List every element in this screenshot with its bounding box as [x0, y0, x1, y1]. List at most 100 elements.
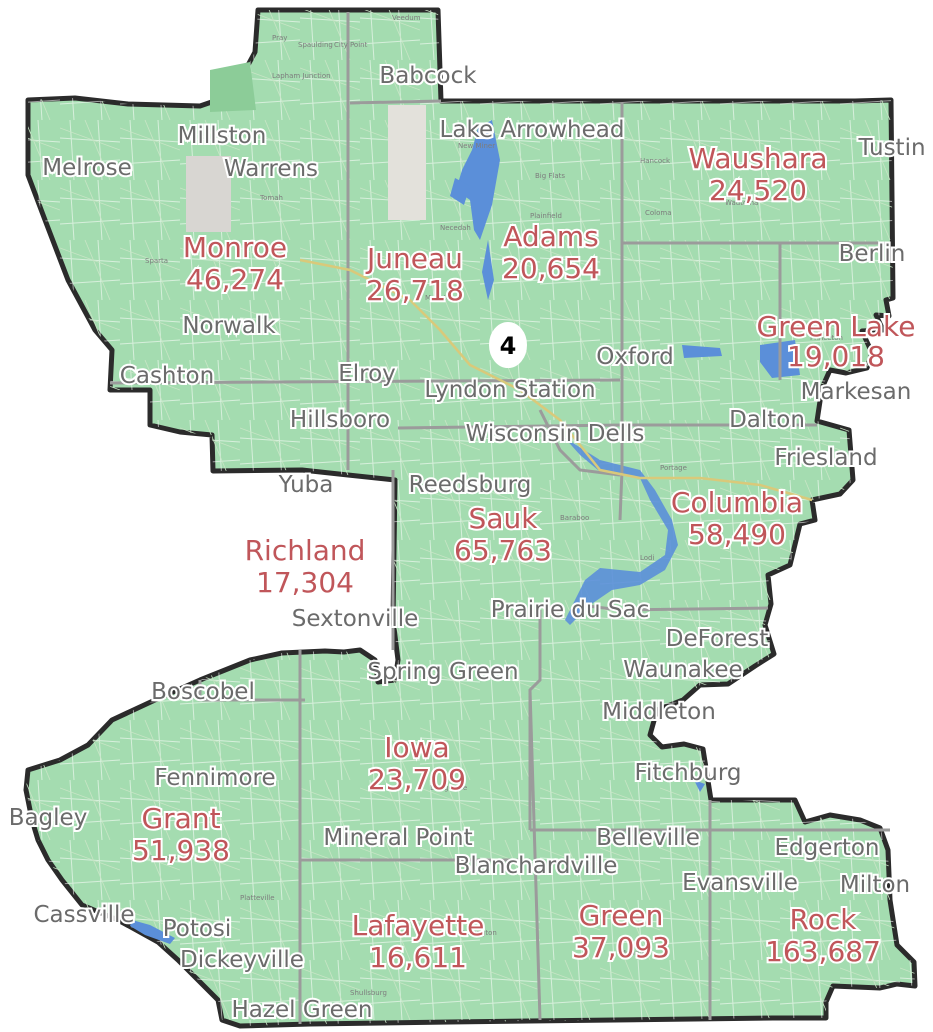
svg-text:58,490: 58,490 — [688, 518, 786, 551]
svg-text:Monroe: Monroe — [620, 949, 646, 957]
svg-text:Baraboo: Baraboo — [560, 514, 589, 522]
city-label: Blanchardville — [455, 853, 618, 879]
city-label: Cashton — [120, 363, 214, 389]
city-label: Tustin — [857, 135, 925, 161]
city-label: Belleville — [596, 825, 700, 851]
city-label: Dickeyville — [180, 947, 304, 973]
city-label: Yuba — [278, 472, 334, 498]
city-label: Wisconsin Dells — [466, 421, 645, 447]
svg-text:65,763: 65,763 — [454, 534, 552, 567]
city-label: Elroy — [338, 361, 396, 387]
city-label: Babcock — [379, 63, 477, 89]
city-label: Middleton — [602, 699, 716, 725]
svg-text:Waushara: Waushara — [689, 142, 828, 175]
city-label: Lyndon Station — [424, 377, 595, 403]
svg-text:16,611: 16,611 — [369, 941, 467, 974]
svg-text:Shullsburg: Shullsburg — [350, 989, 387, 997]
svg-text:Columbia: Columbia — [671, 486, 803, 519]
svg-text:46,274: 46,274 — [186, 263, 284, 296]
city-label: Cassville — [33, 902, 134, 928]
city-label: Melrose — [42, 155, 132, 181]
svg-text:Lapham Junction: Lapham Junction — [272, 72, 331, 80]
svg-text:Spaulding: Spaulding — [298, 41, 333, 49]
city-label: Prairie du Sac — [491, 597, 650, 623]
svg-text:163,687: 163,687 — [765, 935, 881, 968]
city-label: Edgerton — [774, 835, 879, 861]
svg-text:Big Flats: Big Flats — [535, 172, 565, 180]
city-label: Lake Arrowhead — [440, 117, 625, 143]
svg-text:Veedum: Veedum — [392, 14, 421, 22]
county-lines — [109, 12, 890, 1024]
city-label: Bagley — [9, 805, 88, 831]
svg-text:Portage: Portage — [660, 464, 687, 472]
city-label: Hazel Green — [232, 997, 373, 1023]
svg-text:Mauston: Mauston — [425, 294, 455, 302]
svg-text:19,018: 19,018 — [787, 340, 885, 373]
svg-text:4: 4 — [500, 332, 517, 360]
city-label: Berlin — [839, 241, 906, 267]
svg-text:Lodi: Lodi — [640, 554, 655, 562]
city-label: Dalton — [729, 407, 805, 433]
city-label: Oxford — [596, 344, 674, 370]
svg-text:Necedah: Necedah — [440, 224, 471, 232]
city-label: Mineral Point — [323, 825, 472, 851]
svg-text:Rock: Rock — [790, 903, 858, 936]
svg-text:17,304: 17,304 — [256, 566, 354, 599]
svg-text:New Miner: New Miner — [458, 142, 495, 150]
svg-text:Plainfield: Plainfield — [530, 212, 562, 220]
svg-text:City Point: City Point — [334, 41, 368, 49]
svg-text:24,520: 24,520 — [709, 174, 807, 207]
svg-text:Monroe: Monroe — [183, 231, 287, 264]
svg-text:Coloma: Coloma — [645, 209, 672, 217]
svg-text:Darlington: Darlington — [460, 929, 497, 937]
city-label: Sextonville — [292, 606, 419, 632]
fort-mccoy-area — [186, 156, 231, 232]
svg-text:Princeton: Princeton — [810, 334, 843, 342]
city-label: Spring Green — [367, 659, 518, 685]
svg-text:26,718: 26,718 — [366, 274, 464, 307]
svg-text:23,709: 23,709 — [368, 763, 466, 796]
district-number-badge: 4 — [489, 322, 527, 368]
minor-place-labels: Veedum Spaulding City Point Pray Lapham … — [145, 14, 843, 997]
interstate-road — [299, 258, 813, 502]
city-label: Milton — [840, 872, 910, 898]
svg-text:Grant: Grant — [141, 802, 220, 835]
city-label: Friesland — [774, 445, 877, 471]
city-label: Reedsburg — [409, 472, 532, 498]
city-label: DeForest — [666, 626, 768, 652]
road-texture — [26, 10, 915, 1026]
city-label: Fitchburg — [634, 760, 741, 786]
city-label: Hillsboro — [290, 407, 390, 433]
svg-text:Lafayette: Lafayette — [352, 909, 485, 942]
svg-text:Richland: Richland — [245, 534, 366, 567]
svg-text:Wautoma: Wautoma — [725, 199, 758, 207]
svg-text:51,938: 51,938 — [132, 834, 230, 867]
svg-text:Green: Green — [579, 899, 664, 932]
svg-text:Lancaster: Lancaster — [150, 854, 184, 862]
svg-text:37,093: 37,093 — [572, 931, 670, 964]
city-label: Norwalk — [182, 313, 276, 339]
city-label: Warrens — [224, 156, 318, 182]
city-label: Fennimore — [154, 765, 275, 791]
svg-text:Pray: Pray — [272, 34, 287, 42]
svg-text:Sparta: Sparta — [145, 257, 168, 265]
svg-text:Dodgeville: Dodgeville — [430, 784, 467, 792]
city-label: Potosi — [163, 916, 232, 942]
city-label: Boscobel — [151, 679, 255, 705]
city-labels: Babcock Lake Arrowhead Millston Tustin M… — [7, 61, 928, 1025]
